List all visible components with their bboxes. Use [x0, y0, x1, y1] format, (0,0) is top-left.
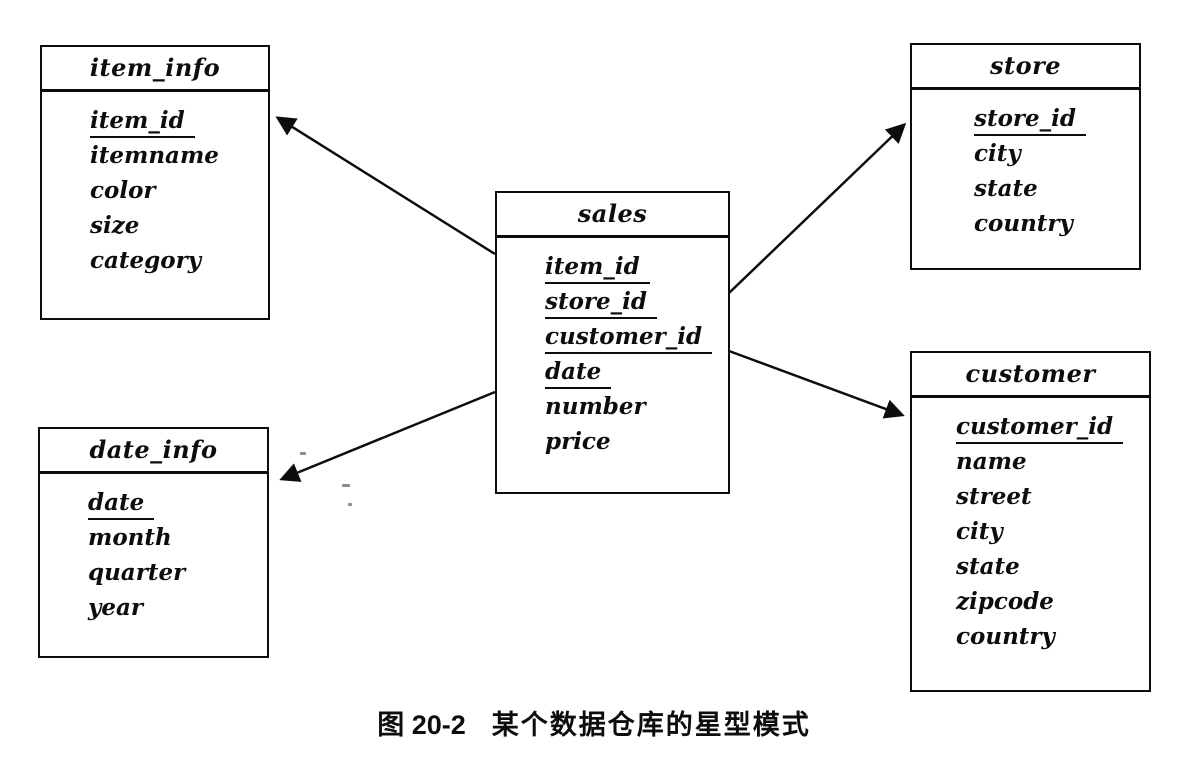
field-name: number — [545, 393, 646, 420]
field-state: state — [956, 549, 1141, 584]
field-zipcode: zipcode — [956, 584, 1141, 619]
field-itemname: itemname — [90, 138, 260, 173]
field-store_id: store_id — [974, 101, 1131, 136]
field-size: size — [90, 208, 260, 243]
field-name: name — [956, 448, 1027, 475]
scan-artifact — [342, 484, 350, 487]
field-number: number — [545, 389, 720, 424]
table-title-sales: sales — [497, 193, 728, 238]
field-month: month — [88, 520, 259, 555]
field-item_id: item_id — [545, 249, 720, 284]
scan-artifact — [348, 503, 352, 506]
field-name: customer_id — [956, 412, 1124, 444]
field-price: price — [545, 424, 720, 459]
field-name: state — [974, 175, 1038, 202]
field-year: year — [88, 590, 259, 625]
field-street: street — [956, 479, 1141, 514]
table-title-store: store — [912, 45, 1139, 90]
field-name: city — [974, 140, 1021, 167]
field-name: store_id — [974, 104, 1086, 136]
table-title-item-info: item_info — [42, 47, 268, 92]
field-name: quarter — [88, 559, 186, 586]
field-date: date — [88, 485, 259, 520]
figure-caption-text: 某个数据仓库的星型模式 — [491, 710, 811, 740]
table-title-date-info: date_info — [40, 429, 267, 474]
table-title-customer: customer — [912, 353, 1149, 398]
scan-artifact — [300, 452, 306, 455]
field-date: date — [545, 354, 720, 389]
field-item_id: item_id — [90, 103, 260, 138]
field-name: city — [956, 518, 1003, 545]
field-name: state — [956, 553, 1020, 580]
field-name: customer_id — [545, 322, 713, 354]
arrow-sales-to-customer — [728, 349, 905, 419]
field-name: category — [90, 247, 202, 274]
field-customer_id: customer_id — [545, 319, 720, 354]
field-list-date-info: date month quarter year — [40, 474, 267, 633]
field-name: price — [545, 428, 611, 455]
field-name: item_id — [545, 252, 650, 284]
field-name: month — [88, 524, 172, 551]
field-name: itemname — [90, 142, 219, 169]
field-country: country — [956, 619, 1141, 654]
field-country: country — [974, 206, 1131, 241]
table-item-info: item_info item_id itemname color size catego… — [40, 45, 270, 320]
field-name: color — [90, 177, 156, 204]
arrow-sales-to-date-info — [279, 390, 496, 482]
field-name: date — [88, 488, 155, 520]
field-city: city — [974, 136, 1131, 171]
field-name: zipcode — [956, 588, 1054, 615]
field-name: store_id — [545, 287, 657, 319]
field-city: city — [956, 514, 1141, 549]
figure-caption: 图 20-2 某个数据仓库的星型模式 — [0, 703, 1188, 742]
field-name: name — [956, 444, 1141, 479]
arrow-sales-to-store — [728, 122, 907, 294]
table-date-info: date_info date month quarter year — [38, 427, 269, 658]
field-list-item-info: item_id itemname color size category — [42, 92, 268, 286]
field-name: street — [956, 483, 1032, 510]
field-name: size — [90, 212, 140, 239]
field-name: country — [974, 210, 1073, 237]
field-store_id: store_id — [545, 284, 720, 319]
figure-number: 图 20-2 — [377, 710, 466, 740]
arrow-sales-to-item-info — [275, 116, 496, 256]
field-color: color — [90, 173, 260, 208]
field-name: country — [956, 623, 1055, 650]
field-name: date — [545, 357, 612, 389]
field-customer_id: customer_id — [956, 409, 1141, 444]
field-category: category — [90, 243, 260, 278]
field-quarter: quarter — [88, 555, 259, 590]
field-name: item_id — [90, 106, 195, 138]
field-name: year — [88, 594, 144, 621]
field-state: state — [974, 171, 1131, 206]
